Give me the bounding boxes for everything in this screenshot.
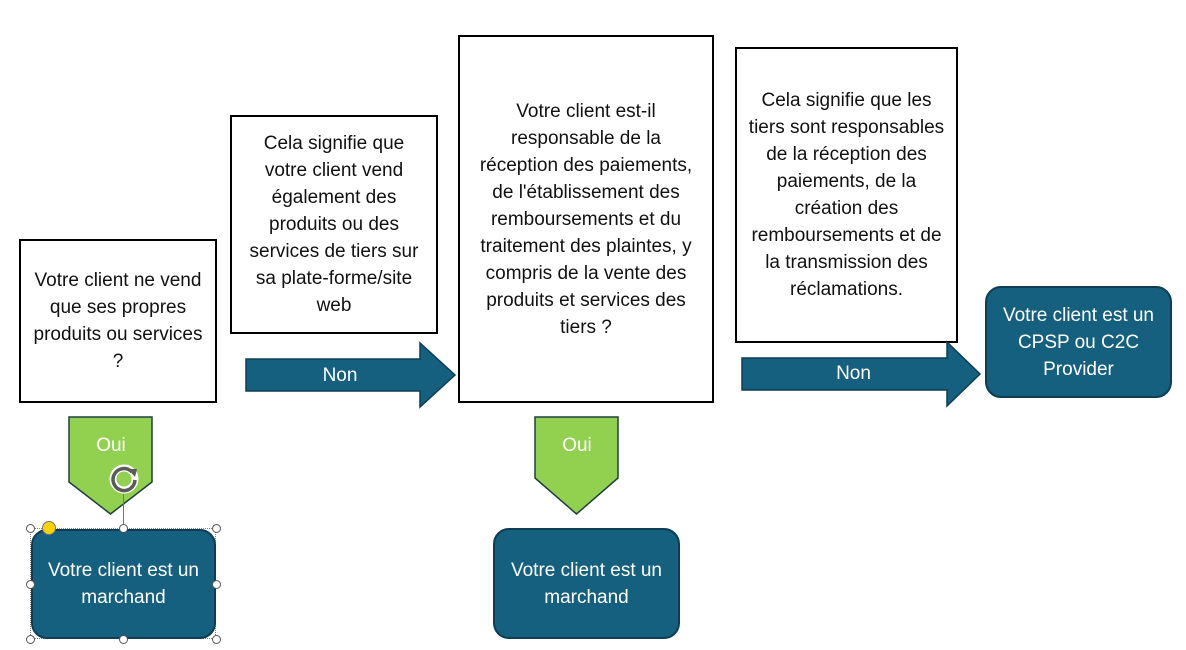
resize-handle-middle-right[interactable] [212, 580, 221, 589]
result-merchant-1-text: Votre client est un marchand [47, 560, 200, 608]
question-payment-responsibility-box: Votre client est-il responsable de la ré… [458, 35, 714, 403]
resize-handle-bottom-right[interactable] [212, 635, 221, 644]
question-own-products-text: Votre client ne vend que ses propres pro… [33, 270, 203, 372]
rotate-handle-line [123, 494, 124, 528]
result-merchant-2-text: Votre client est un marchand [510, 559, 663, 608]
no-arrow-1-label: Non [322, 365, 358, 386]
resize-handle-bottom-left[interactable] [26, 635, 35, 644]
yes-arrow-2-label: Oui [562, 435, 592, 456]
result-cpsp: Votre client est un CPSP ou C2C Provider [985, 286, 1172, 398]
adjustment-handle[interactable] [42, 521, 56, 535]
no-arrow-2 [741, 340, 982, 408]
resize-handle-middle-left[interactable] [26, 580, 35, 589]
yes-arrow-1-label: Oui [96, 435, 126, 456]
result-cpsp-text: Votre client est un CPSP ou C2C Provider [1002, 304, 1155, 380]
resize-handle-top-right[interactable] [212, 524, 221, 533]
resize-handle-bottom-center[interactable] [119, 635, 128, 644]
third-party-sales-note-text: Cela signifie que votre client vend égal… [249, 133, 419, 316]
third-party-sales-note-box: Cela signifie que votre client vend égal… [230, 115, 438, 334]
yes-arrow-2 [534, 416, 619, 515]
question-own-products-box: Votre client ne vend que ses propres pro… [19, 239, 217, 403]
no-arrow-2-label: Non [836, 363, 871, 384]
resize-handle-top-center[interactable] [119, 524, 128, 533]
result-merchant-1[interactable]: Votre client est un marchand [31, 529, 216, 639]
resize-handle-top-left[interactable] [26, 524, 35, 533]
third-party-responsibility-note-text: Cela signifie que les tiers sont respons… [748, 90, 945, 300]
third-party-responsibility-note-box: Cela signifie que les tiers sont respons… [735, 47, 958, 343]
question-payment-responsibility-text: Votre client est-il responsable de la ré… [479, 100, 693, 338]
result-merchant-2: Votre client est un marchand [493, 528, 680, 639]
rotate-handle-icon[interactable] [109, 463, 141, 495]
no-arrow-1 [245, 341, 457, 409]
